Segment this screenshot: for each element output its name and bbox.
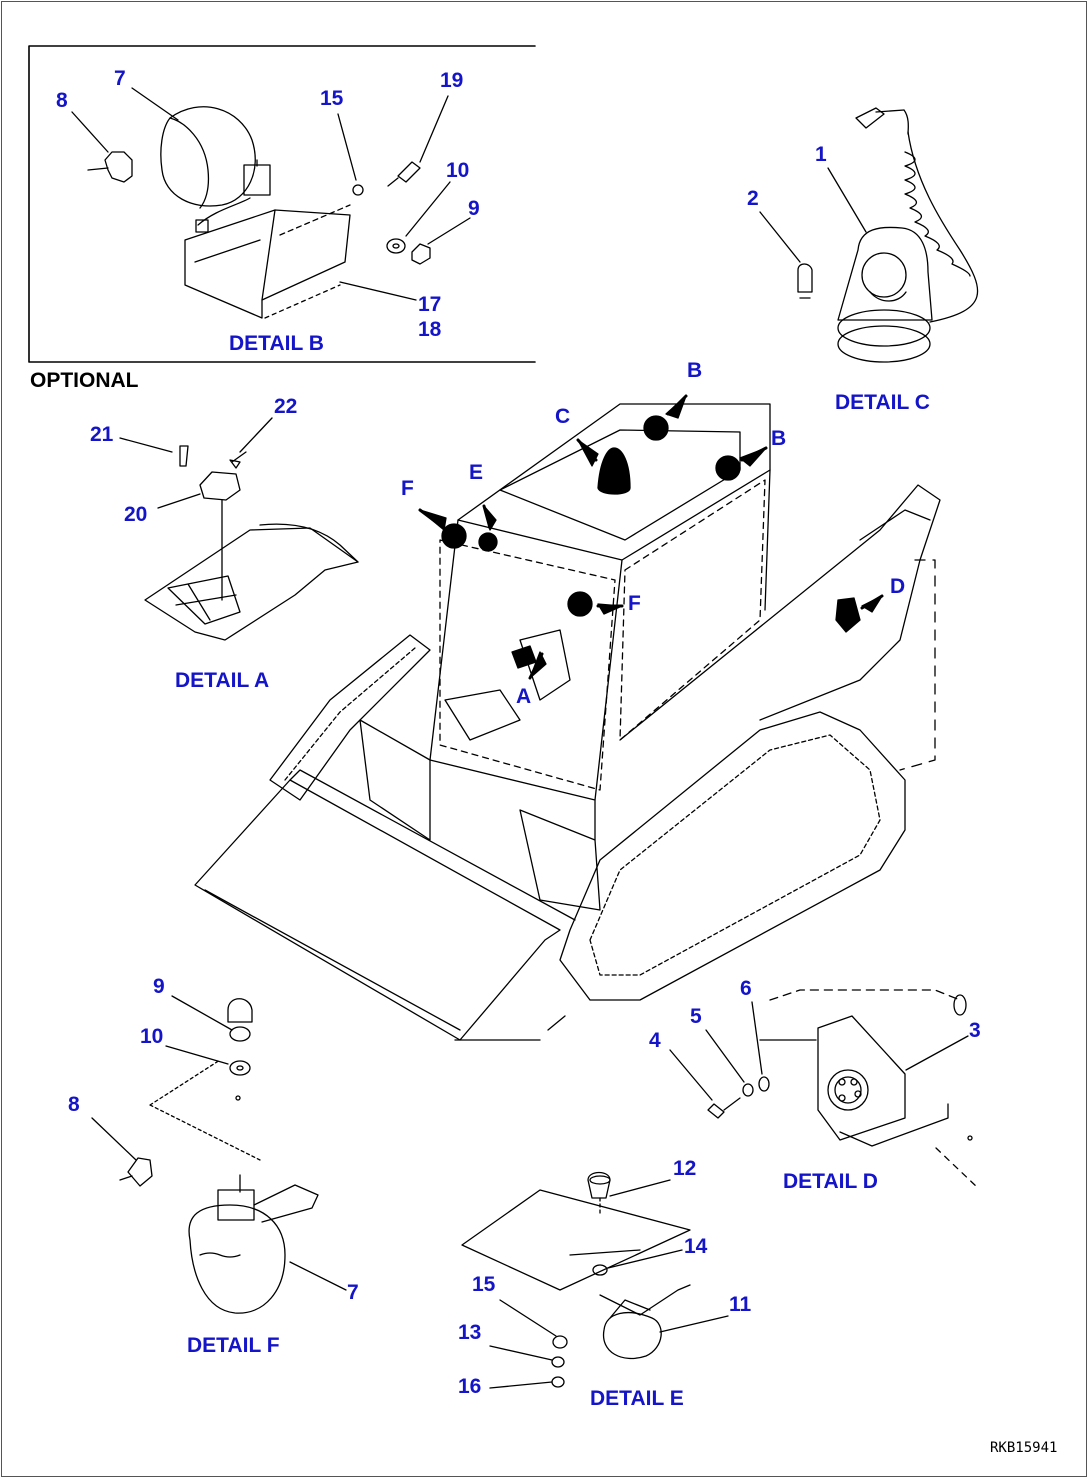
drawing-code: RKB15941	[990, 1440, 1058, 1456]
callout-14-detail-e: 14	[684, 1235, 708, 1258]
callout-15-detail-b: 15	[320, 87, 344, 110]
callout-11-detail-e: 11	[729, 1293, 752, 1316]
machine-pointer-arrows	[418, 394, 884, 680]
detail-f-work-lamp-drawing	[119, 998, 319, 1314]
detail-e-title: DETAIL E	[590, 1387, 684, 1410]
detail-d-leader-lines	[669, 1001, 969, 1101]
machine-marker-f-left: F	[401, 477, 414, 500]
callout-9-detail-b: 9	[468, 197, 480, 220]
machine-lamp-location-marks	[441, 415, 861, 669]
callout-6-detail-d: 6	[740, 977, 752, 1000]
detail-d-title: DETAIL D	[783, 1170, 878, 1193]
detail-b-inset-frame	[28, 45, 536, 363]
callout-1-detail-c: 1	[815, 143, 827, 166]
detail-e-leader-lines	[489, 1179, 729, 1389]
detail-f-title: DETAIL F	[187, 1334, 280, 1357]
callout-17-detail-b: 17	[418, 293, 442, 316]
machine-marker-a: A	[516, 685, 532, 708]
callout-10-detail-f: 10	[140, 1025, 164, 1048]
callout-9-detail-f: 9	[153, 975, 165, 998]
machine-marker-b-top: B	[687, 359, 703, 382]
detail-c-beacon-drawing	[797, 107, 979, 363]
callout-3-detail-d: 3	[969, 1019, 981, 1042]
detail-a-title: DETAIL A	[175, 669, 270, 692]
callout-7-detail-f: 7	[347, 1281, 359, 1304]
machine-marker-b-right: B	[771, 427, 787, 450]
callout-15-detail-e: 15	[472, 1273, 496, 1296]
machine-marker-c: C	[555, 405, 571, 428]
detail-b-work-lamp-drawing	[87, 106, 431, 319]
callout-12-detail-e: 12	[673, 1157, 697, 1180]
detail-b-title: DETAIL B	[229, 332, 324, 355]
callout-5-detail-d: 5	[690, 1005, 702, 1028]
callout-8-detail-b: 8	[56, 89, 68, 112]
machine-marker-d: D	[890, 575, 906, 598]
callout-8-detail-f: 8	[68, 1093, 80, 1116]
callout-16-detail-e: 16	[458, 1375, 482, 1398]
callout-7-detail-b: 7	[114, 67, 126, 90]
detail-a-switch-panel-drawing	[144, 445, 359, 641]
callout-13-detail-e: 13	[458, 1321, 482, 1344]
machine-marker-f-mid: F	[628, 592, 641, 615]
optional-label: OPTIONAL	[30, 369, 139, 392]
callout-22-detail-a: 22	[274, 395, 298, 418]
detail-c-leader-lines	[759, 167, 867, 263]
callout-19-detail-b: 19	[440, 69, 464, 92]
detail-d-socket-drawing	[707, 989, 979, 1189]
callout-4-detail-d: 4	[649, 1029, 661, 1052]
callout-18-detail-b: 18	[418, 318, 442, 341]
callout-10-detail-b: 10	[446, 159, 470, 182]
detail-c-title: DETAIL C	[835, 391, 930, 414]
detail-b-leader-lines	[71, 87, 471, 301]
callout-21-detail-a: 21	[90, 423, 114, 446]
machine-marker-e: E	[469, 461, 484, 484]
detail-e-lamp-drawing	[461, 1171, 691, 1388]
callout-20-detail-a: 20	[124, 503, 148, 526]
machine-outline-drawing	[194, 403, 941, 1041]
detail-a-leader-lines	[119, 417, 273, 509]
callout-2-detail-c: 2	[747, 187, 759, 210]
detail-f-leader-lines	[91, 995, 347, 1291]
